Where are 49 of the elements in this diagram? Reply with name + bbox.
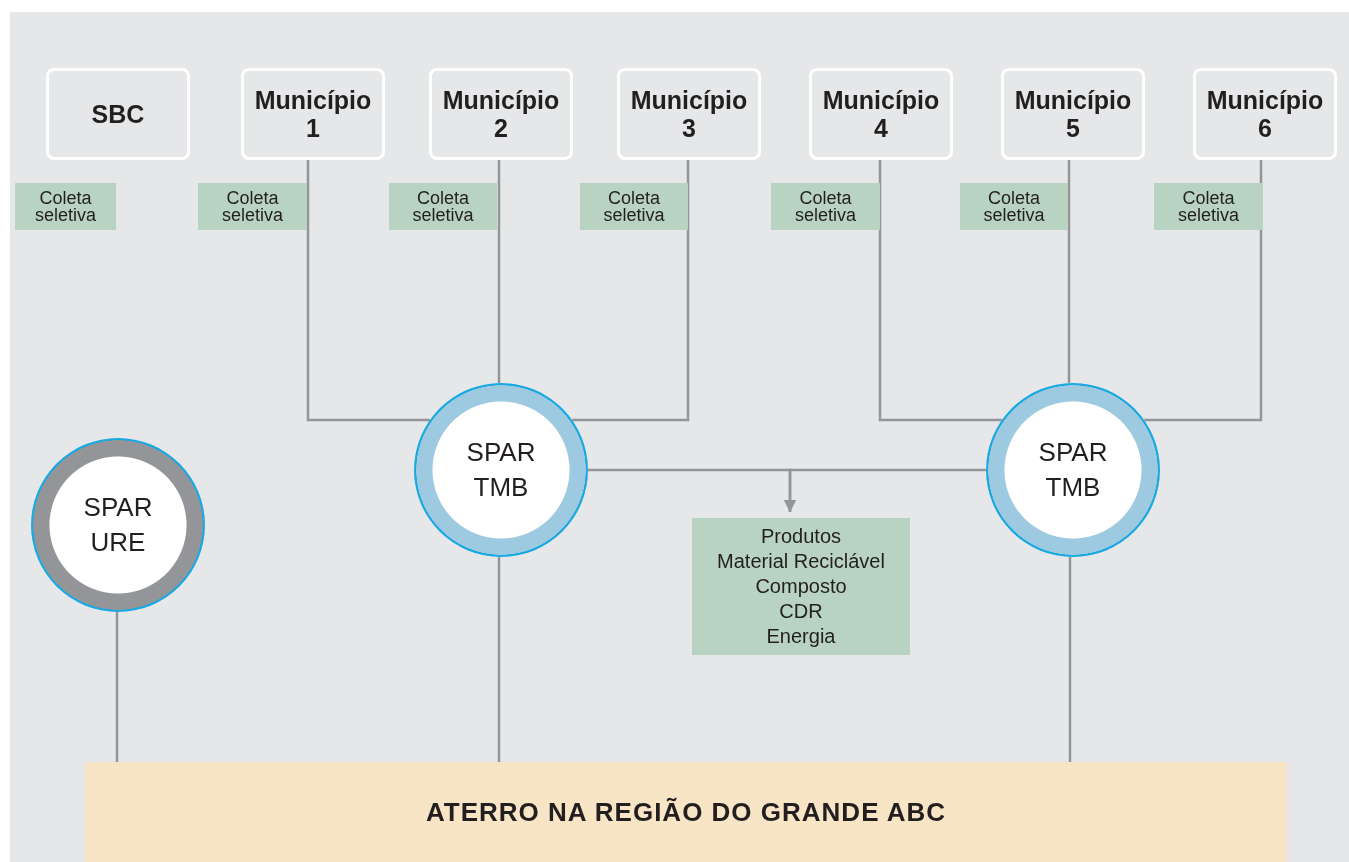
collection-tag — [1154, 183, 1263, 230]
node-label: Coleta seletiva — [411, 189, 475, 224]
node-label: SPAR TMB — [465, 436, 537, 504]
arrow — [783, 468, 986, 512]
node-label: Coleta seletiva — [221, 189, 284, 224]
node-label: ATERRO NA REGIÃO DO GRANDE ABC — [425, 796, 947, 828]
municipality-box — [1001, 68, 1145, 160]
municipality-box — [617, 68, 761, 160]
connector-line — [1068, 556, 1072, 762]
collection-tag — [960, 183, 1068, 230]
node-label: CDR — [779, 599, 823, 624]
node-label: Município 6 — [1205, 86, 1325, 142]
node-label: Município 4 — [821, 86, 941, 142]
node-label: Coleta seletiva — [1177, 189, 1240, 224]
municipality-box — [809, 68, 953, 160]
collection-tag — [389, 183, 497, 230]
landfill-bar — [85, 762, 1287, 862]
node-label: SPAR TMB — [1037, 436, 1109, 504]
collection-tag — [198, 183, 307, 230]
connector-line — [115, 612, 119, 762]
node-label: Coleta seletiva — [982, 189, 1046, 224]
municipality-box — [429, 68, 573, 160]
node-label: Material Reciclável — [717, 549, 885, 574]
node-label: Município 3 — [629, 86, 749, 142]
connector-line — [497, 557, 501, 762]
node-label: Composto — [755, 574, 847, 599]
collection-tag — [771, 183, 880, 230]
node-label: Energia — [766, 624, 836, 649]
node-label: SBC — [90, 100, 146, 128]
node-label: Coleta seletiva — [602, 189, 666, 224]
node-label: Município 2 — [441, 86, 561, 142]
node-label: Município 1 — [253, 86, 373, 142]
collection-tag — [15, 183, 116, 230]
connector-line — [1067, 160, 1071, 384]
connector-line — [306, 160, 430, 422]
node-label: Município 5 — [1013, 86, 1133, 142]
node-label: Coleta seletiva — [34, 189, 97, 224]
municipality-box — [1193, 68, 1337, 160]
node-label: Produtos — [760, 524, 842, 549]
collection-tag — [580, 183, 688, 230]
connector-line — [1144, 160, 1263, 422]
products-box — [692, 518, 910, 655]
connector-line — [572, 160, 690, 422]
node-label: Coleta seletiva — [794, 189, 857, 224]
connector-line — [878, 160, 1002, 422]
municipality-box — [241, 68, 385, 160]
connector-line — [497, 160, 501, 383]
municipality-box — [46, 68, 190, 160]
node-label: SPAR URE — [82, 491, 154, 559]
